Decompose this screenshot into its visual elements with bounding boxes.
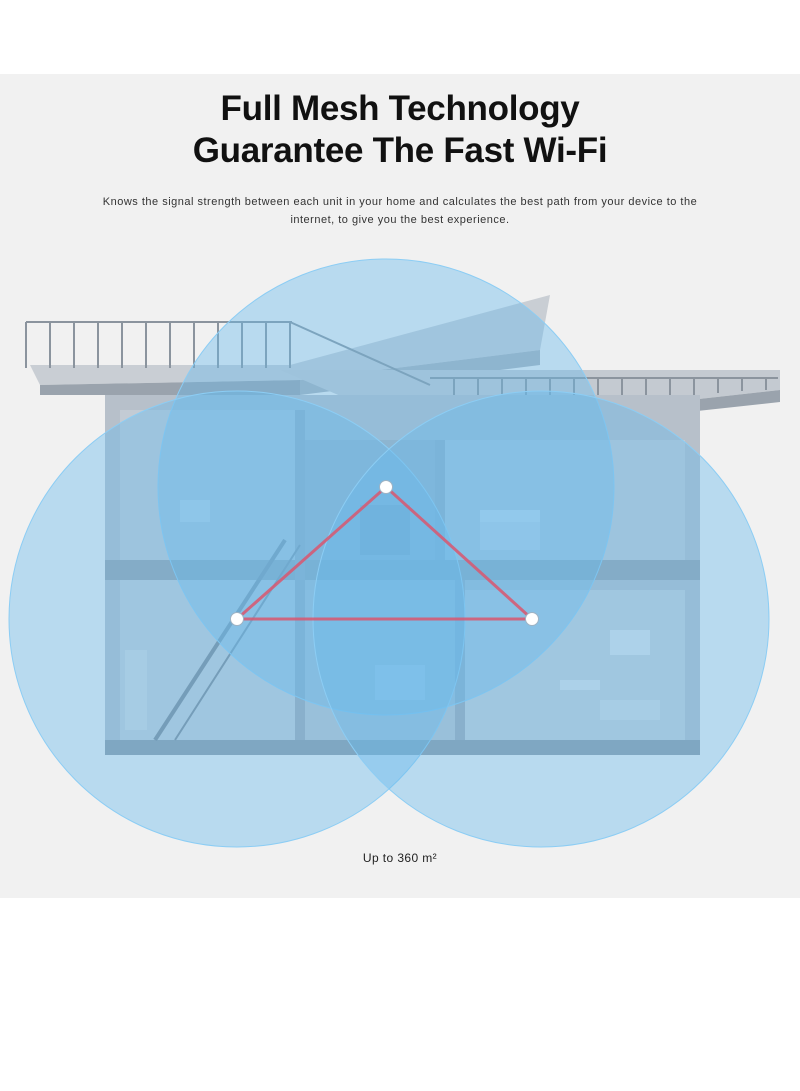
roof-railing-left xyxy=(25,321,431,386)
headline-line-1: Full Mesh Technology xyxy=(220,89,580,128)
house-body xyxy=(105,395,700,755)
page-headline: Full Mesh Technology Guarantee The Fast … xyxy=(0,88,800,172)
headline-line-2: Guarantee The Fast Wi-Fi xyxy=(192,131,608,170)
mesh-links xyxy=(236,485,534,621)
description-text: Knows the signal strength between each u… xyxy=(102,196,698,226)
coverage-label: Up to 360 m² xyxy=(362,851,438,865)
mesh-node-right xyxy=(525,612,539,626)
mesh-node-top xyxy=(379,480,393,494)
mesh-node-left xyxy=(230,612,244,626)
mesh-nodes xyxy=(230,480,539,626)
